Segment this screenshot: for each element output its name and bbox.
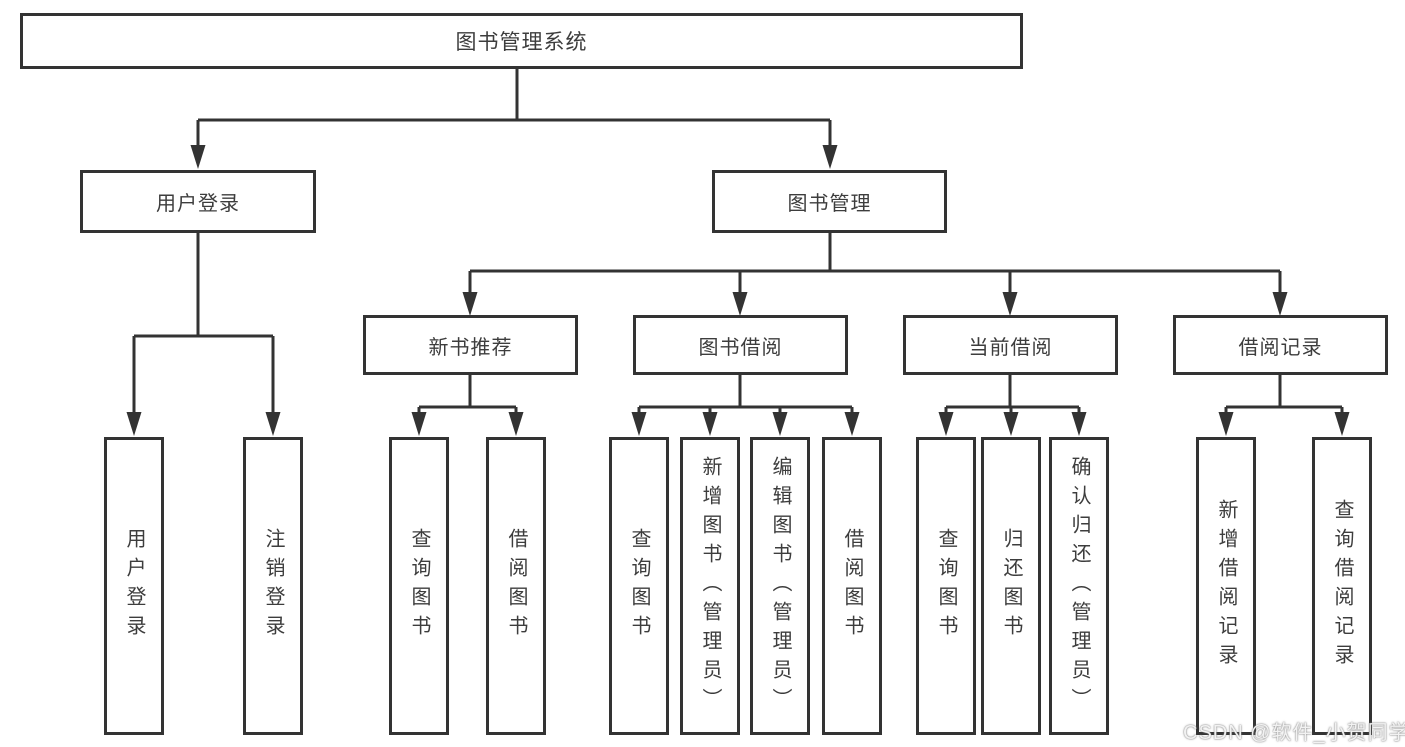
leaf-query-borrow-record: 查询借阅记录 [1312,437,1372,735]
node-root: 图书管理系统 [20,13,1023,69]
node-new-book-recommend: 新书推荐 [363,315,578,375]
leaf-confirm-return-admin-label: 确认归还（管理员） [1068,455,1090,717]
leaf-borrow-book: 借阅图书 [822,437,882,735]
leaf-query-book-current: 查询图书 [916,437,976,735]
leaf-edit-book-admin: 编辑图书（管理员） [750,437,810,735]
watermark: CSDN @软件_小贺同学 [1183,722,1405,744]
leaf-borrow-book-recommend: 借阅图书 [486,437,546,735]
leaf-query-book-recommend: 查询图书 [389,437,449,735]
leaf-query-book-current-label: 查询图书 [935,528,957,644]
leaf-query-book-borrowing-label: 查询图书 [628,528,650,644]
leaf-query-book-recommend-label: 查询图书 [408,528,430,644]
node-book-borrowing: 图书借阅 [633,315,848,375]
node-current-borrowing: 当前借阅 [903,315,1118,375]
leaf-borrow-book-label: 借阅图书 [841,528,863,644]
leaf-borrow-book-recommend-label: 借阅图书 [505,528,527,644]
leaf-add-borrow-record: 新增借阅记录 [1196,437,1256,735]
node-borrow-records: 借阅记录 [1173,315,1388,375]
leaf-logout-label: 注销登录 [262,528,284,644]
leaf-user-login-label: 用户登录 [123,528,145,644]
leaf-query-book-borrowing: 查询图书 [609,437,669,735]
leaf-logout: 注销登录 [243,437,303,735]
leaf-add-book-admin: 新增图书（管理员） [680,437,740,735]
node-user-login: 用户登录 [80,170,316,233]
leaf-user-login: 用户登录 [104,437,164,735]
node-book-management: 图书管理 [712,170,947,233]
leaf-return-book: 归还图书 [981,437,1041,735]
leaf-add-book-admin-label: 新增图书（管理员） [699,455,721,717]
leaf-return-book-label: 归还图书 [1000,528,1022,644]
leaf-edit-book-admin-label: 编辑图书（管理员） [769,455,791,717]
leaf-query-borrow-record-label: 查询借阅记录 [1331,499,1353,673]
leaf-confirm-return-admin: 确认归还（管理员） [1049,437,1109,735]
leaf-add-borrow-record-label: 新增借阅记录 [1215,499,1237,673]
